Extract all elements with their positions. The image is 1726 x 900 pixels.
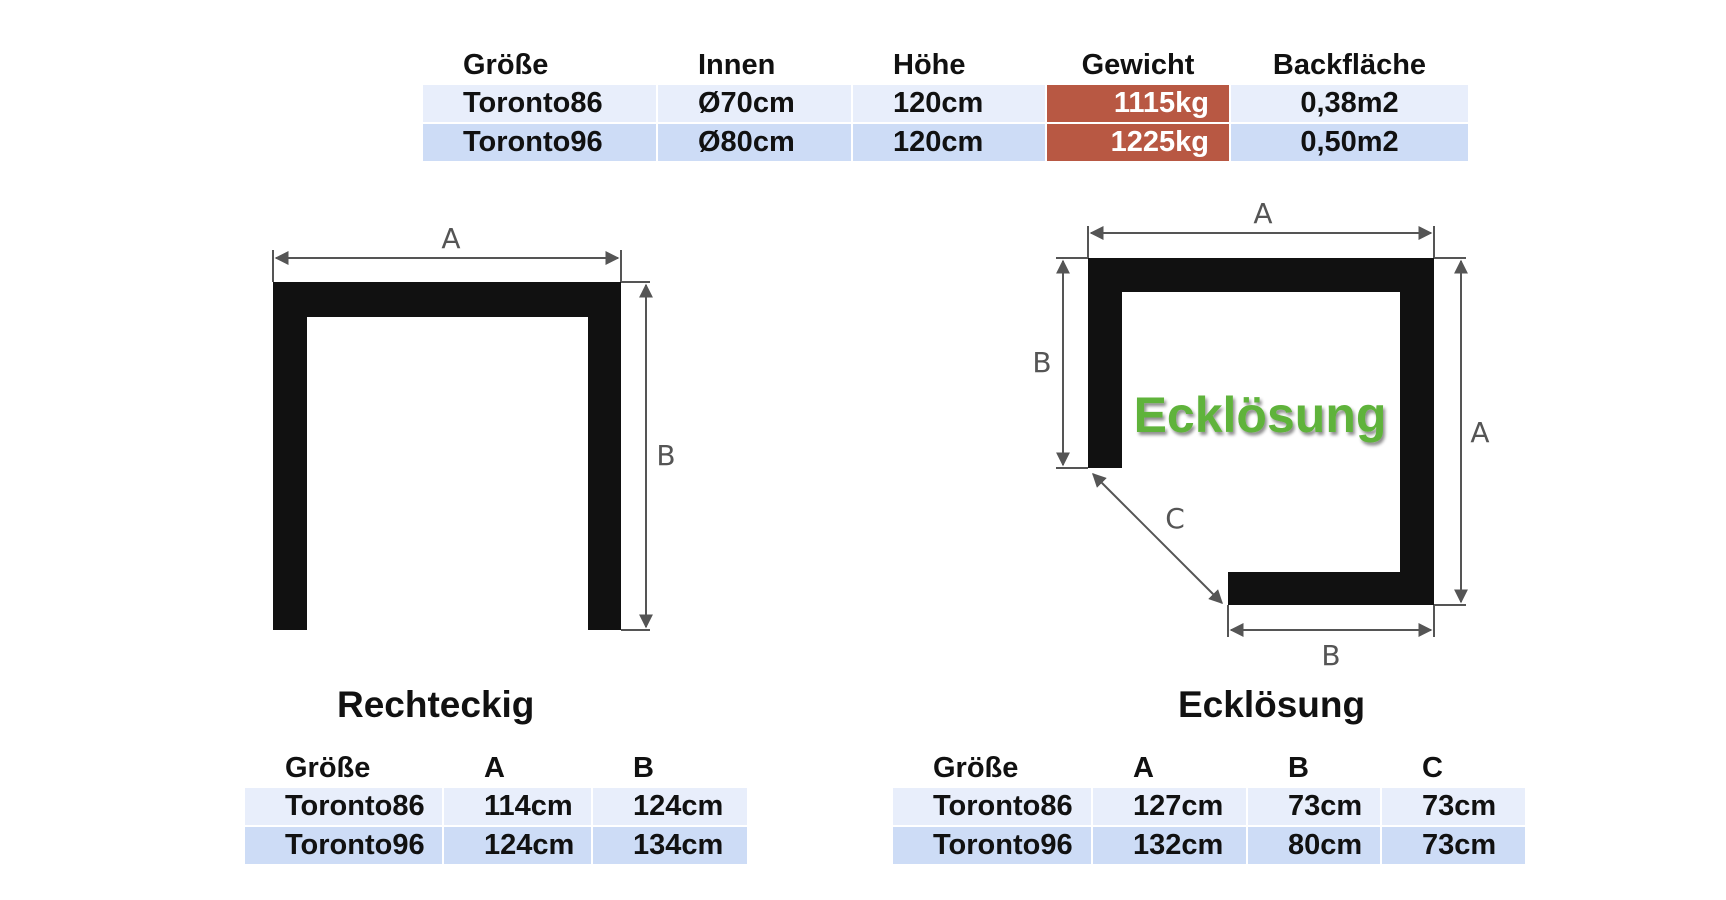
spec-header-baking-area: Backfläche: [1272, 48, 1427, 81]
corner-cell-c: 73cm: [1382, 788, 1525, 825]
rect-table: Größe A B Toronto86 114cm 124cm Toronto9…: [243, 748, 749, 866]
corner-dim-a-right-label: A: [1470, 416, 1489, 449]
rect-section-title: Rechteckig: [337, 684, 535, 725]
rect-dim-a-label: A: [441, 222, 460, 255]
rect-wall-right: [588, 282, 621, 630]
rect-header-a: A: [484, 751, 505, 784]
table-row: Toronto96 124cm 134cm: [245, 827, 747, 864]
corner-section-title: Ecklösung: [1178, 684, 1366, 725]
spec-table: Größe Innen Höhe Gewicht Backfläche Toro…: [421, 45, 1470, 163]
spec-cell-weight: 1115kg: [1047, 85, 1229, 122]
rect-dim-b-label: B: [656, 439, 675, 472]
corner-table: Größe A B C Toronto86 127cm 73cm 73cm To…: [891, 748, 1527, 866]
corner-wall-bottom: [1228, 572, 1434, 605]
corner-cell-a: 132cm: [1093, 827, 1246, 864]
spec-header-weight: Gewicht: [1081, 48, 1195, 81]
corner-dim-b-bottom-label: B: [1321, 639, 1340, 672]
spec-header-inner: Innen: [698, 48, 776, 81]
corner-cell-size: Toronto86: [893, 788, 1091, 825]
rect-header-size: Größe: [285, 751, 371, 784]
rect-wall-top: [273, 282, 621, 317]
corner-overlay-text: Ecklösung: [1134, 387, 1387, 443]
rect-cell-size: Toronto86: [245, 788, 442, 825]
corner-header-b: B: [1288, 751, 1309, 784]
corner-dim-a-top-label: A: [1253, 197, 1272, 230]
rect-cell-a: 114cm: [444, 788, 591, 825]
corner-cell-b: 73cm: [1248, 788, 1380, 825]
rect-table-header: Größe A B: [245, 750, 747, 786]
spec-cell-inner: Ø70cm: [658, 85, 851, 122]
corner-dim-b-left-label: B: [1032, 346, 1051, 379]
table-row: Toronto86 Ø70cm 120cm 1115kg 0,38m2: [423, 85, 1468, 122]
spec-header-size: Größe: [463, 48, 549, 81]
spec-cell-weight: 1225kg: [1047, 124, 1229, 161]
spec-table-header: Größe Innen Höhe Gewicht Backfläche: [423, 47, 1468, 83]
spec-header-height: Höhe: [893, 48, 966, 81]
corner-header-size: Größe: [933, 751, 1019, 784]
corner-cell-size: Toronto96: [893, 827, 1091, 864]
corner-wall-top: [1088, 258, 1434, 292]
spec-cell-baking-area: 0,38m2: [1231, 85, 1468, 122]
rect-cell-b: 134cm: [593, 827, 747, 864]
spec-cell-height: 120cm: [853, 124, 1045, 161]
corner-cell-a: 127cm: [1093, 788, 1246, 825]
spec-cell-height: 120cm: [853, 85, 1045, 122]
rect-wall-left: [273, 282, 307, 630]
rect-header-b: B: [633, 751, 654, 784]
table-row: Toronto96 132cm 80cm 73cm: [893, 827, 1525, 864]
corner-wall-left: [1088, 258, 1122, 468]
rect-cell-size: Toronto96: [245, 827, 442, 864]
corner-header-c: C: [1422, 751, 1443, 784]
corner-dim-c-label: C: [1165, 502, 1185, 535]
corner-diagram: A A B B C Ecklösung: [1032, 197, 1489, 672]
corner-wall-right: [1400, 258, 1434, 605]
rect-cell-a: 124cm: [444, 827, 591, 864]
corner-table-header: Größe A B C: [893, 750, 1525, 786]
table-row: Toronto86 114cm 124cm: [245, 788, 747, 825]
corner-cell-b: 80cm: [1248, 827, 1380, 864]
corner-header-a: A: [1133, 751, 1154, 784]
rect-cell-b: 124cm: [593, 788, 747, 825]
spec-cell-baking-area: 0,50m2: [1231, 124, 1468, 161]
spec-cell-size: Toronto86: [423, 85, 656, 122]
corner-dim-c-line: [1092, 473, 1223, 604]
table-row: Toronto86 127cm 73cm 73cm: [893, 788, 1525, 825]
spec-cell-inner: Ø80cm: [658, 124, 851, 161]
spec-cell-size: Toronto96: [423, 124, 656, 161]
table-row: Toronto96 Ø80cm 120cm 1225kg 0,50m2: [423, 124, 1468, 161]
corner-cell-c: 73cm: [1382, 827, 1525, 864]
